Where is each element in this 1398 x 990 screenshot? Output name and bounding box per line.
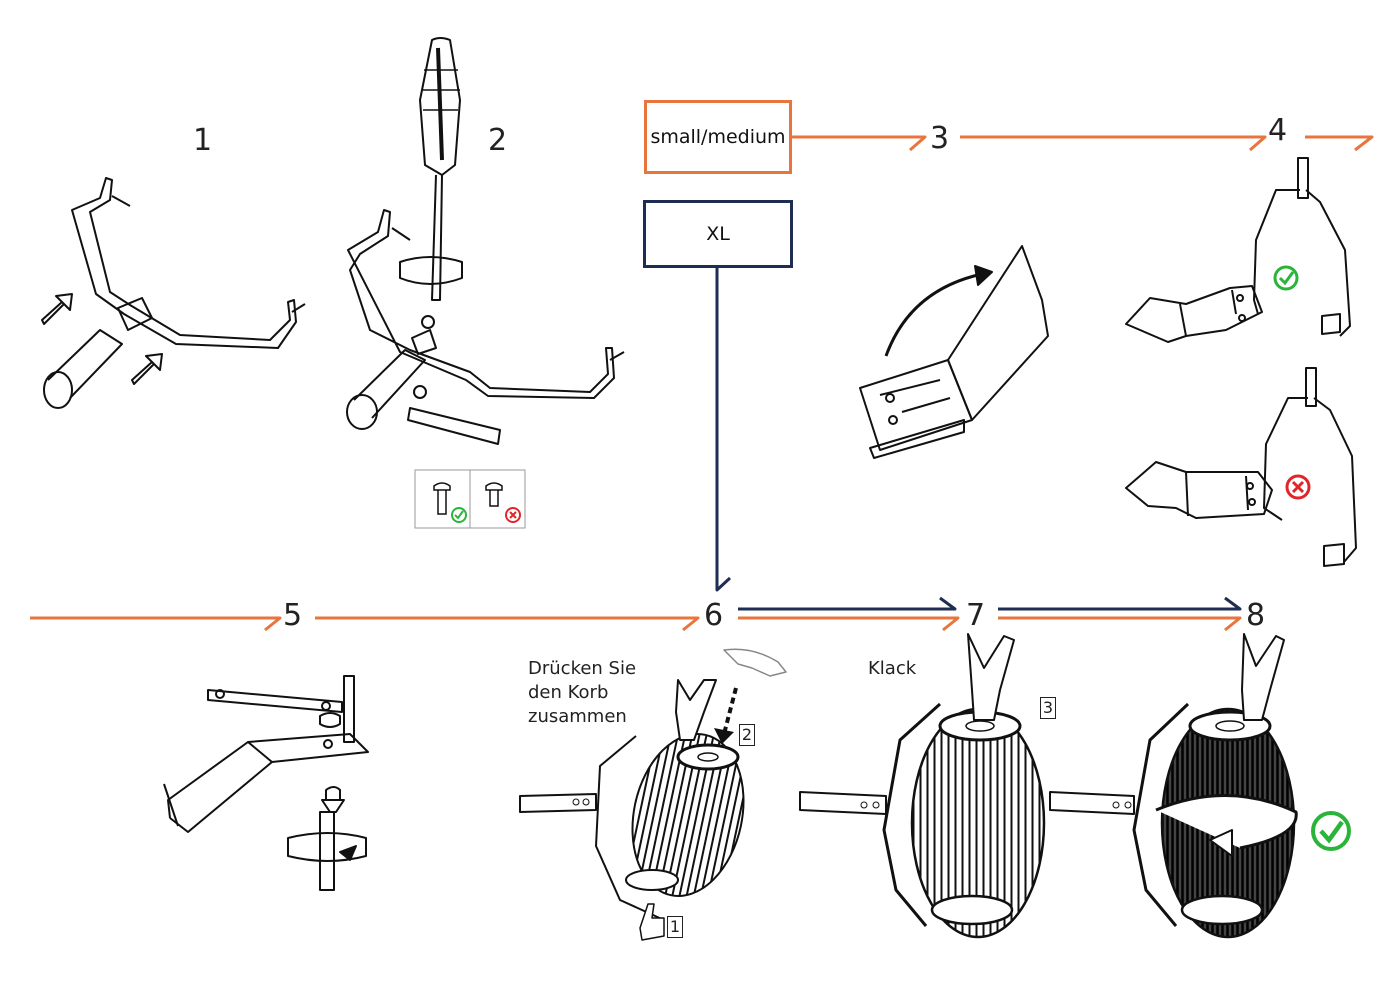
step6-instruction: Drücken Sie den Korb zusammen [528, 657, 636, 729]
step-number-5: 5 [283, 598, 302, 633]
step8-illustration [1049, 633, 1298, 939]
size-option-small-medium: small/medium [644, 100, 792, 174]
step-number-2: 2 [488, 123, 507, 158]
step5-illustration [163, 675, 369, 891]
step-number-7: 7 [966, 598, 985, 633]
step6-instruction-line-1: Drücken Sie [528, 658, 637, 679]
step6-instruction-line-2: den Korb [528, 682, 609, 703]
hand-icon [639, 903, 665, 941]
step6-illustration [519, 648, 787, 941]
check-icon [451, 507, 467, 523]
check-icon [1311, 811, 1351, 851]
step6-marker-1: 1 [667, 916, 683, 938]
rotate-icon [1155, 794, 1298, 857]
screwdriver-icon [419, 37, 461, 301]
step3-illustration [859, 245, 1049, 459]
check-icon [1273, 265, 1299, 291]
flow-path-orange [30, 135, 1374, 632]
size-option-xl: XL [643, 200, 793, 268]
step4-correct-illustration [1125, 157, 1351, 343]
step7-marker-3: 3 [1040, 697, 1056, 719]
cross-icon [1285, 474, 1311, 500]
screw-choice-panel [414, 469, 526, 529]
step-number-8: 8 [1246, 598, 1265, 633]
hand-icon [723, 648, 787, 677]
flow-path-navy [715, 268, 1242, 611]
step-number-1: 1 [193, 123, 212, 158]
step-number-6: 6 [704, 598, 723, 633]
step4-incorrect-illustration [1125, 367, 1357, 567]
arrow-icon [714, 687, 738, 744]
step2-illustration [346, 37, 625, 445]
step-number-3: 3 [930, 121, 949, 156]
step1-illustration [41, 177, 306, 409]
step6-instruction-line-3: zusammen [528, 706, 627, 727]
step7-illustration [799, 633, 1046, 939]
step7-sound-label: Klack [868, 658, 917, 679]
cross-icon [505, 507, 521, 523]
step-number-4: 4 [1268, 113, 1287, 148]
step6-marker-2: 2 [739, 724, 755, 746]
